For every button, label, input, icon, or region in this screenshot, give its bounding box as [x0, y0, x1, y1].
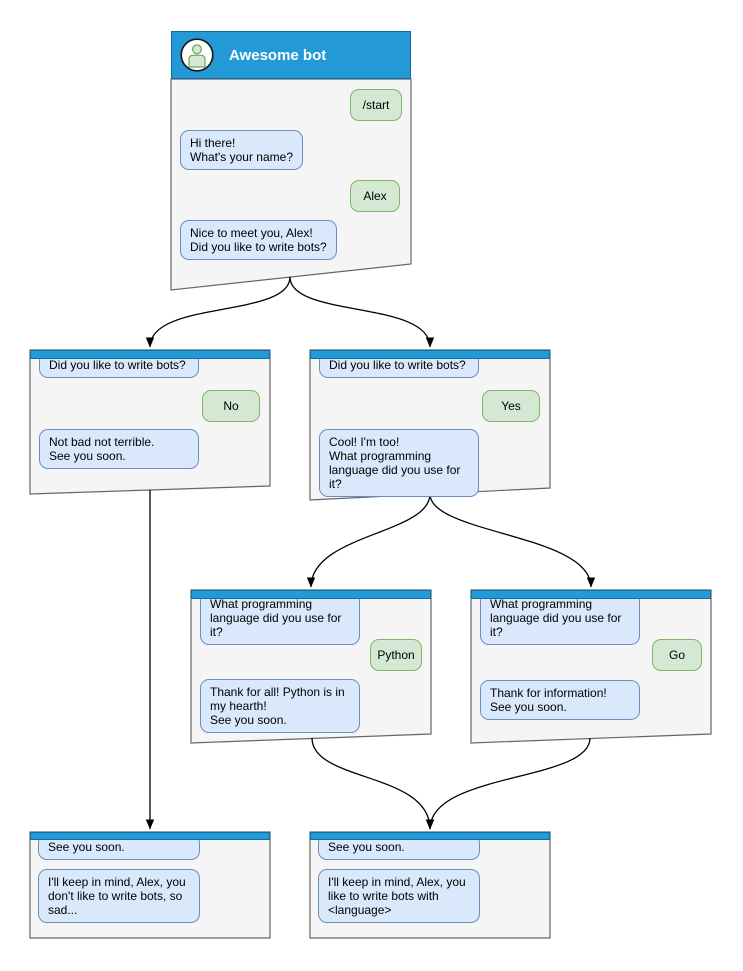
connector-main-to-no: [145, 276, 291, 348]
message-bubble-user: Alex: [350, 180, 400, 212]
message-bubble-bot: I'll keep in mind, Alex, you like to wri…: [318, 869, 480, 923]
message-bubble-bot: Not bad not terrible. See you soon.: [39, 429, 199, 469]
message-bubble-bot: I'll keep in mind, Alex, you don't like …: [38, 869, 200, 923]
chat-window-python-titlebar: [191, 590, 431, 599]
message-bubble-user: No: [202, 390, 260, 422]
message-bubble-bot: Hi there! What's your name?: [180, 130, 304, 170]
connector-python-to-end: [311, 737, 435, 830]
message-bubble-bot: Thank for information! See you soon.: [480, 680, 640, 720]
chat-window-yes-titlebar: [310, 350, 550, 359]
connector-yes-to-go: [429, 493, 596, 588]
connector-yes-to-python: [306, 493, 431, 588]
message-bubble-bot: Nice to meet you, Alex! Did you like to …: [180, 220, 337, 260]
message-bubble-bot: What programming language did you use fo…: [480, 591, 640, 645]
message-bubble-user: Go: [652, 639, 702, 671]
chat-window-end-yes-titlebar: [310, 832, 550, 840]
connector-main-to-yes: [289, 276, 435, 348]
bot-avatar-icon: [180, 38, 214, 72]
chat-window-main-header: Awesome bot: [171, 31, 411, 79]
chat-window-end-no-titlebar: [30, 832, 270, 840]
message-bubble-bot: Thank for all! Python is in my hearth! S…: [200, 679, 360, 733]
main-window-title: Awesome bot: [229, 46, 327, 64]
chat-window-go-titlebar: [471, 590, 711, 599]
message-bubble-user: Yes: [482, 390, 540, 422]
message-bubble-user: /start: [350, 89, 402, 121]
message-bubble-user: Python: [370, 639, 422, 671]
chat-window-no-titlebar: [30, 350, 270, 359]
message-bubble-bot: Cool! I'm too! What programming language…: [319, 429, 479, 497]
message-bubble-bot: What programming language did you use fo…: [200, 591, 360, 645]
connector-go-to-end: [425, 737, 591, 830]
